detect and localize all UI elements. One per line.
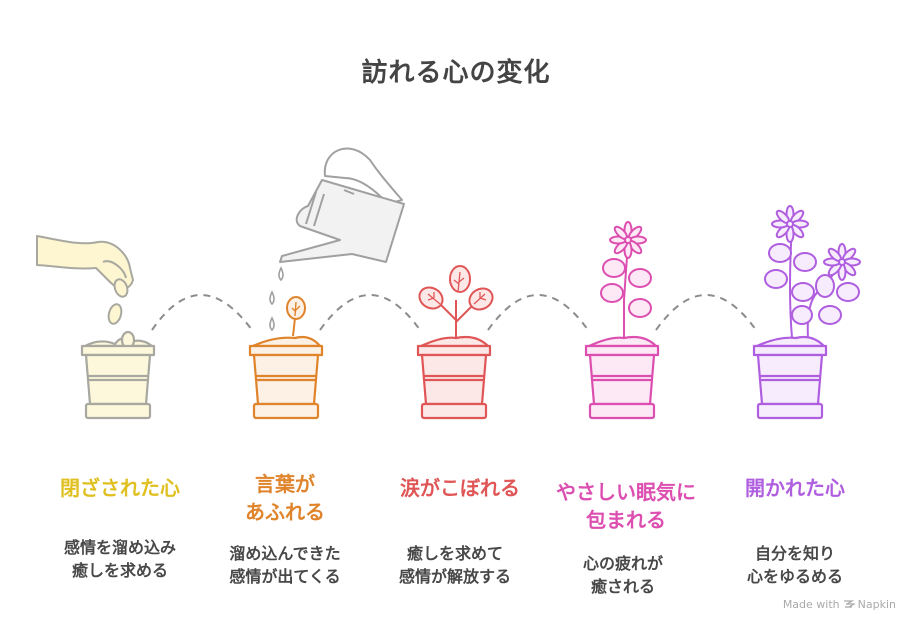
stage-5-description: 自分を知り 心をゆるめる (710, 542, 880, 588)
stage-2-title-line-2: あふれる (245, 500, 325, 524)
connector-3-4 (487, 294, 589, 331)
stage-1-description-line-1: 感情を溜め込み (63, 538, 176, 557)
dashed-connectors (151, 294, 757, 331)
flower-icon (823, 243, 861, 281)
hand-icon (36, 235, 134, 290)
seed-icon (107, 303, 123, 325)
stage-5-description-line-2: 心をゆるめる (746, 567, 843, 586)
stage-2-title-line-1: 言葉が (255, 472, 315, 496)
connector-4-5 (655, 294, 757, 331)
stage-4-description-line-2: 癒される (590, 577, 655, 596)
stage-4-title-line-2: 包まれる (586, 508, 666, 532)
napkin-credit[interactable]: Made with Napkin (783, 598, 896, 611)
hand-seeds-illustration (36, 235, 134, 325)
connector-1-2 (151, 294, 253, 331)
stage-3-description-line-2: 感情が解放する (398, 567, 511, 586)
diagram-title: 訪れる心の変化 (361, 58, 551, 88)
sprout-icon (286, 296, 306, 337)
pot-3 (416, 335, 492, 420)
credit-brand: Napkin (857, 598, 896, 611)
pot-4 (584, 335, 660, 420)
pot-5 (752, 335, 828, 420)
three-leaf-plant-icon (418, 265, 494, 338)
stage-3-description: 癒しを求めて 感情が解放する (370, 542, 540, 588)
stage-4-description-line-1: 心の疲れが (582, 554, 663, 573)
stage-2-description-line-1: 溜め込んできた (229, 544, 341, 563)
watering-can-icon (279, 147, 405, 263)
stage-5-title: 開かれた心 (745, 476, 845, 500)
seed-icon (113, 278, 129, 298)
stage-4-description: 心の疲れが 癒される (538, 552, 708, 598)
stage-3-title: 涙がこぼれる (400, 476, 520, 500)
stage-2-description: 溜め込んできた 感情が出てくる (200, 542, 370, 588)
flower-icon (771, 205, 809, 243)
connector-2-3 (319, 294, 421, 331)
stage-4-title: やさしい眠気に 包まれる (536, 478, 716, 534)
stage-1-description: 感情を溜め込み 癒しを求める (30, 536, 210, 582)
pot-1 (80, 330, 156, 420)
stage-1-title: 閉ざされた心 (60, 476, 180, 500)
stage-5-description-line-1: 自分を知り (754, 544, 835, 563)
flower-icon (609, 221, 647, 259)
two-flower-plant-icon (764, 205, 861, 339)
stage-3-description-line-1: 癒しを求めて (406, 544, 503, 563)
stage-2-title: 言葉が あふれる (210, 470, 360, 526)
flowering-plant-icon (600, 221, 652, 338)
stage-1-description-line-2: 癒しを求める (71, 561, 168, 580)
pot-2 (248, 335, 324, 420)
water-drops (269, 266, 284, 332)
stage-4-title-line-1: やさしい眠気に (556, 480, 696, 504)
napkin-logo-icon (843, 600, 855, 608)
credit-prefix: Made with (782, 598, 840, 611)
stage-2-description-line-2: 感情が出てくる (229, 567, 341, 586)
